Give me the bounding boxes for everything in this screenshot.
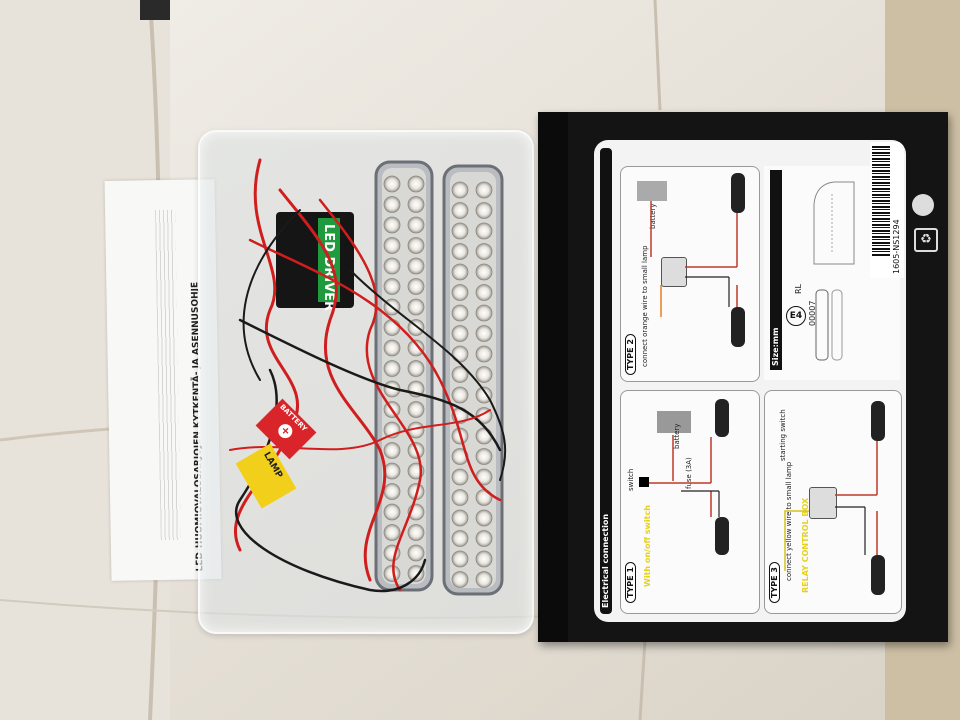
wiring-diagram-panel: Electrical connection TYPE 1 With on/off… bbox=[594, 140, 906, 622]
led-diode bbox=[475, 304, 493, 322]
led-diode bbox=[407, 298, 425, 316]
box-flap bbox=[538, 112, 568, 642]
led-diode bbox=[451, 181, 469, 199]
led-diode bbox=[383, 339, 401, 357]
led-diode bbox=[407, 175, 425, 193]
led-diode bbox=[407, 401, 425, 418]
lamp-bottom-icon bbox=[871, 555, 885, 595]
led-diode bbox=[407, 278, 425, 295]
led-diode bbox=[383, 503, 401, 521]
lamp-bottom-icon bbox=[731, 307, 745, 347]
barcode-text: 1605-NS1294 bbox=[892, 219, 901, 274]
led-diode bbox=[383, 565, 401, 582]
led-diode bbox=[475, 325, 493, 342]
led-diode bbox=[451, 489, 469, 506]
relay-box-icon bbox=[661, 257, 687, 287]
section-title-strip: Electrical connection bbox=[600, 148, 612, 614]
section-title: Electrical connection bbox=[601, 513, 610, 608]
led-diode bbox=[407, 544, 425, 562]
type1-wires bbox=[649, 435, 720, 517]
led-diode bbox=[451, 550, 469, 568]
wiring-harness bbox=[229, 158, 507, 593]
led-diode bbox=[475, 243, 493, 260]
led-diode bbox=[451, 202, 469, 219]
led-diode bbox=[451, 468, 469, 486]
led-diode bbox=[475, 448, 493, 465]
seal-icon bbox=[912, 194, 934, 216]
led-diode bbox=[407, 339, 425, 357]
car-outline-drawing bbox=[813, 181, 855, 265]
led-diode bbox=[407, 360, 425, 377]
plus-icon: + bbox=[275, 421, 296, 442]
lamp-top-icon bbox=[871, 401, 885, 441]
led-diode bbox=[451, 386, 469, 404]
type1-diagram: TYPE 1 With on/off switch battery fuse (… bbox=[620, 390, 760, 614]
led-diode bbox=[383, 257, 401, 275]
led-diode bbox=[475, 509, 493, 527]
led-diode bbox=[407, 257, 425, 275]
led-diode bbox=[451, 222, 469, 240]
size-strip: Size:mm bbox=[770, 170, 782, 370]
led-diode bbox=[407, 524, 425, 541]
led-diode bbox=[383, 175, 401, 193]
led-diode bbox=[475, 530, 493, 547]
led-diode bbox=[475, 550, 493, 568]
led-diode bbox=[451, 530, 469, 547]
lamp-size-drawing bbox=[815, 289, 843, 361]
led-diode bbox=[451, 243, 469, 260]
size-label: Size:mm bbox=[771, 327, 780, 366]
lamp-top-icon bbox=[715, 399, 729, 437]
battery-icon bbox=[657, 411, 691, 433]
barcode bbox=[872, 146, 890, 256]
battery-icon bbox=[637, 181, 667, 201]
manual-text-lines bbox=[155, 209, 181, 541]
led-diode bbox=[383, 216, 401, 234]
led-diode bbox=[475, 366, 493, 383]
switch-icon bbox=[639, 477, 649, 487]
approval-rl: RL bbox=[794, 283, 803, 294]
led-diode bbox=[451, 509, 469, 527]
led-diode bbox=[407, 216, 425, 234]
led-diode bbox=[475, 345, 493, 363]
led-bars bbox=[374, 160, 504, 596]
led-diode bbox=[451, 304, 469, 322]
led-diode bbox=[451, 263, 469, 281]
lamp-bottom-icon bbox=[715, 517, 729, 555]
recycle-icon: ♻ bbox=[914, 228, 938, 252]
type3-diagram: TYPE 3 connect yellow wire to small lamp… bbox=[764, 390, 902, 614]
led-diode bbox=[475, 263, 493, 281]
led-diode bbox=[451, 366, 469, 383]
type2-wires bbox=[650, 201, 738, 317]
e-mark-icon: E4 bbox=[786, 306, 806, 326]
led-diode bbox=[383, 524, 401, 541]
led-diode bbox=[475, 181, 493, 199]
led-diode bbox=[475, 386, 493, 404]
barcode-label: 1605-NS1294 bbox=[870, 142, 904, 278]
led-diode bbox=[451, 284, 469, 301]
led-diode bbox=[475, 222, 493, 240]
led-diode bbox=[407, 237, 425, 254]
led-diode bbox=[383, 442, 401, 459]
lamp-top-icon bbox=[731, 173, 745, 213]
type3-wires bbox=[784, 441, 878, 571]
led-diode bbox=[451, 325, 469, 342]
led-diode bbox=[383, 237, 401, 254]
led-diode bbox=[407, 196, 425, 213]
led-diode bbox=[383, 196, 401, 213]
relay-box-icon bbox=[809, 487, 837, 519]
led-diode bbox=[383, 278, 401, 295]
led-diode bbox=[451, 571, 469, 588]
led-diode bbox=[475, 571, 493, 588]
led-diode bbox=[475, 284, 493, 301]
type2-diagram: TYPE 2 connect orange wire to small lamp… bbox=[620, 166, 760, 382]
led-diode bbox=[383, 360, 401, 377]
product-box: Electrical connection TYPE 1 With on/off… bbox=[538, 112, 948, 642]
led-diode bbox=[475, 202, 493, 219]
